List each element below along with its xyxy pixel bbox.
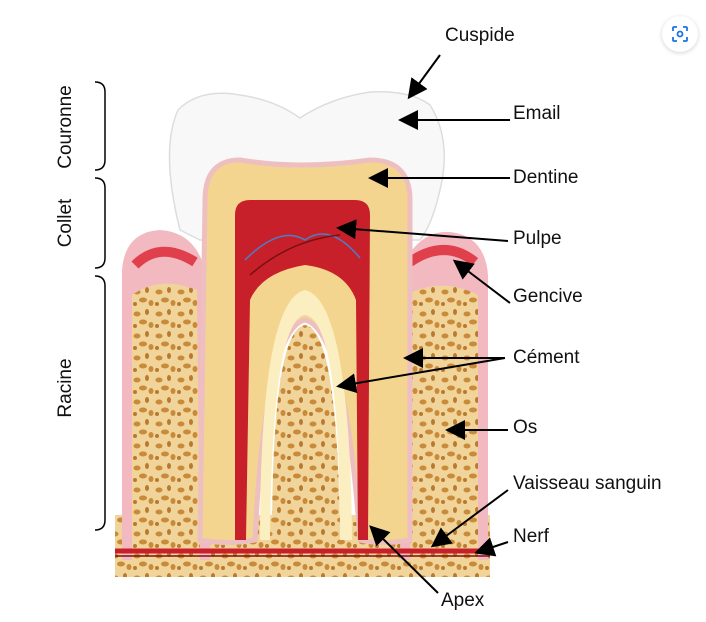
right-bone	[410, 285, 478, 560]
label-apex: Apex	[441, 590, 485, 611]
label-cement: Cément	[513, 347, 580, 368]
label-nerf: Nerf	[513, 526, 549, 547]
region-brackets	[94, 81, 106, 531]
lens-icon	[672, 26, 688, 42]
region-label-racine: Racine	[55, 358, 76, 418]
region-label-couronne: Couronne	[55, 85, 76, 169]
label-dentine: Dentine	[513, 167, 579, 188]
label-gencive: Gencive	[513, 286, 583, 307]
label-pulpe: Pulpe	[513, 228, 562, 249]
left-bone	[132, 283, 200, 560]
label-cuspide: Cuspide	[445, 25, 515, 46]
visual-search-button[interactable]	[662, 16, 698, 52]
label-email: Email	[513, 103, 561, 124]
label-vaisseau-sanguin: Vaisseau sanguin	[513, 473, 662, 494]
label-os: Os	[513, 417, 538, 438]
pointer-arrows	[336, 54, 511, 594]
region-label-collet: Collet	[55, 198, 76, 248]
inter-root-bone	[272, 325, 340, 540]
